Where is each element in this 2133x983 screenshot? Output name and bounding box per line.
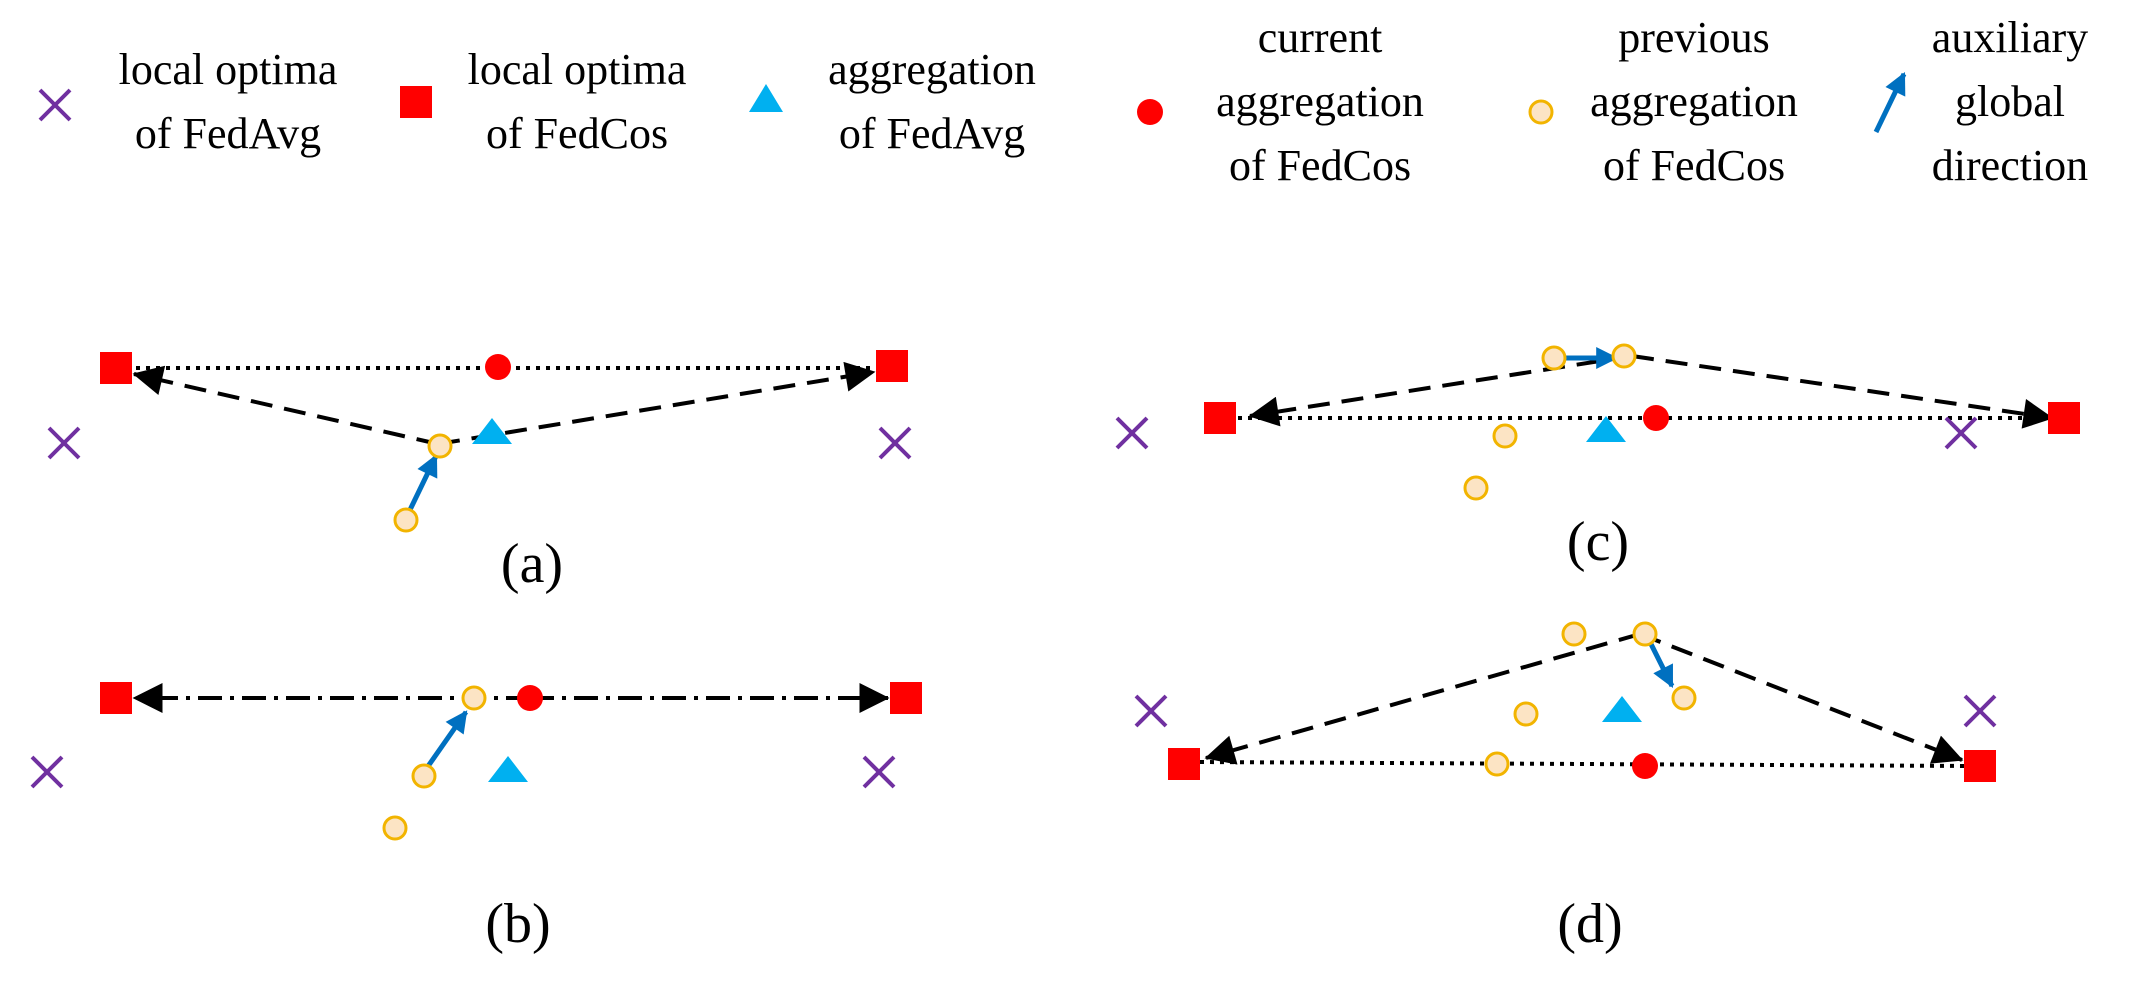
dashed-arrow-left	[132, 365, 439, 446]
auxiliary-direction-arrow	[405, 454, 439, 516]
previous-aggregation	[1513, 701, 1539, 727]
fedavg-optimum-left	[1134, 694, 1168, 728]
square-marker-icon	[400, 86, 432, 118]
legend-auxiliary-line3: direction	[1932, 141, 2088, 190]
legend-previous-aggregation-line1: previous	[1618, 13, 1770, 62]
current-aggregation	[517, 685, 543, 711]
legend: local optima of FedAvg local optima of F…	[38, 13, 2088, 190]
fedcos-optimum-right	[2048, 402, 2080, 434]
previous-aggregation	[393, 507, 419, 533]
cross-marker-icon	[38, 88, 72, 122]
dashed-arrow-right	[1631, 354, 2054, 429]
previous-aggregation	[1463, 475, 1489, 501]
legend-current-aggregation-line3: of FedCos	[1229, 141, 1411, 190]
fedcos-optimum-left	[100, 352, 132, 384]
auxiliary-direction-arrow	[1647, 640, 1675, 688]
previous-aggregation	[1611, 343, 1637, 369]
panel-label-b: (b)	[485, 893, 550, 955]
current-aggregation	[1632, 753, 1658, 779]
fedcos-optimum-left	[1204, 402, 1236, 434]
dashed-arrow-right	[437, 361, 876, 446]
previous-aggregation	[1632, 621, 1658, 647]
filled-circle-marker-icon	[1137, 99, 1163, 125]
hollow-circle-marker-icon	[1528, 99, 1554, 125]
triangle-marker-icon	[749, 84, 783, 112]
legend-current-aggregation-line2: aggregation	[1216, 77, 1424, 126]
fedcos-optimum-right	[1964, 750, 1996, 782]
previous-aggregation	[1561, 621, 1587, 647]
current-aggregation	[1643, 405, 1669, 431]
previous-aggregation	[1671, 685, 1697, 711]
auxiliary-direction-arrow	[421, 710, 469, 774]
fedcos-optimum-right	[876, 350, 908, 382]
fedcos-optimum-left	[1168, 748, 1200, 780]
fedavg-optimum-left	[1115, 416, 1149, 450]
fedcos-optimum-right	[890, 682, 922, 714]
fedavg-optimum-right	[1963, 694, 1997, 728]
fedavg-aggregation	[1602, 696, 1642, 722]
legend-fedavg-optima-line1: local optima	[119, 45, 338, 94]
legend-auxiliary-line1: auxiliary	[1932, 13, 2088, 62]
legend-current-aggregation-line1: current	[1258, 13, 1383, 62]
panel-label-c: (c)	[1567, 511, 1629, 573]
fedavg-optimum-right	[862, 755, 896, 789]
fedavg-optimum-right	[878, 426, 912, 460]
legend-auxiliary-line2: global	[1955, 77, 2065, 126]
dashed-arrow-left	[1248, 354, 1633, 427]
fedavg-aggregation	[1586, 416, 1626, 442]
panel-label-a: (a)	[501, 533, 563, 595]
panel-c: (c)	[1115, 343, 2080, 573]
fedavg-aggregation	[488, 756, 528, 782]
fedavg-optimum-left	[30, 755, 64, 789]
previous-aggregation	[411, 763, 437, 789]
legend-fedcos-optima-line1: local optima	[468, 45, 687, 94]
previous-aggregation	[427, 433, 453, 459]
fedavg-optimum-left	[47, 426, 81, 460]
legend-previous-aggregation-line2: aggregation	[1590, 77, 1798, 126]
fedavg-optimum-right	[1944, 416, 1978, 450]
legend-fedavg-aggregation-line2: of FedAvg	[839, 109, 1025, 158]
legend-fedavg-optima-line2: of FedAvg	[135, 109, 321, 158]
current-aggregation	[485, 354, 511, 380]
panel-a: (a)	[47, 350, 912, 595]
dashed-arrow-right	[1639, 632, 1964, 764]
legend-fedcos-optima-line2: of FedCos	[486, 109, 668, 158]
panel-d: (d)	[1134, 621, 1997, 955]
legend-previous-aggregation-line3: of FedCos	[1603, 141, 1785, 190]
fedcos-optimum-left	[100, 682, 132, 714]
panel-label-d: (d)	[1557, 893, 1622, 955]
panel-b: (b)	[30, 682, 922, 955]
blue-arrow-icon	[1873, 72, 1907, 134]
legend-fedavg-aggregation-line1: aggregation	[828, 45, 1036, 94]
previous-aggregation	[382, 815, 408, 841]
previous-aggregation	[1492, 423, 1518, 449]
dashed-arrow-left	[1204, 632, 1641, 765]
previous-aggregation	[1541, 345, 1567, 371]
previous-aggregation	[1484, 751, 1510, 777]
optima-connector-dotted	[1199, 760, 1967, 768]
fedavg-aggregation	[472, 418, 512, 444]
previous-aggregation	[461, 685, 487, 711]
